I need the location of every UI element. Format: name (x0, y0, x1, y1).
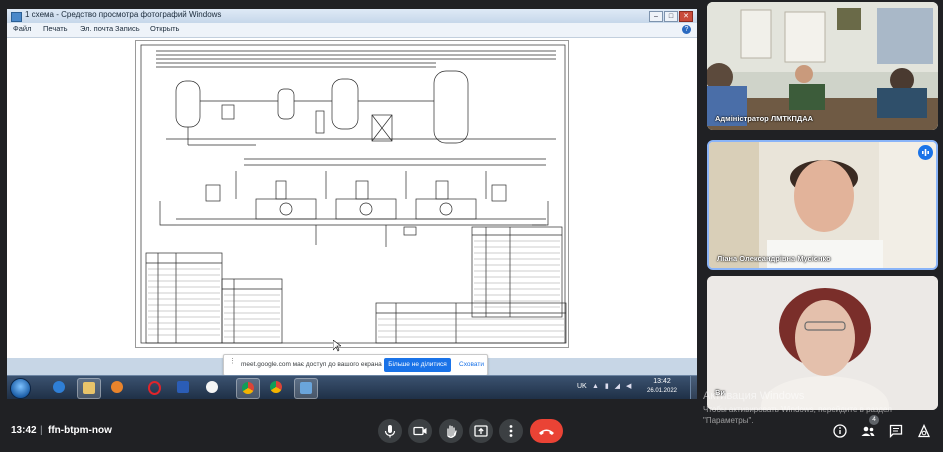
photo-viewer-app-icon (11, 12, 22, 22)
photo-viewer-taskbar-icon[interactable] (294, 378, 318, 399)
participant-count-badge: 4 (869, 415, 879, 425)
internet-explorer-icon[interactable] (48, 378, 70, 397)
share-banner-text: meet.google.com має доступ до вашого екр… (241, 361, 382, 368)
microphone-icon (384, 425, 396, 438)
activities-icon[interactable] (917, 424, 931, 438)
windows-activation-title: Активация Windows (703, 390, 805, 402)
participant-name: Ви (715, 388, 726, 397)
shared-screen: 1 схема - Средство просмотра фотографий … (7, 9, 697, 399)
admin-camera-video (707, 2, 938, 130)
windows-taskbar: UK ▲ ▮ ◢ ◀ 13:42 26.01.2022 (7, 375, 697, 399)
hang-up-icon (539, 429, 554, 435)
keyboard-language-indicator[interactable]: UK (577, 383, 587, 390)
scheme-drawing-graphic (140, 44, 567, 344)
chrome-icon[interactable] (236, 378, 260, 399)
microphone-button[interactable] (378, 419, 402, 443)
menu-print[interactable]: Печать (43, 24, 68, 33)
liana-camera-video (709, 142, 936, 268)
opera-icon[interactable] (143, 378, 165, 397)
menu-burn[interactable]: Запись (115, 24, 140, 33)
self-camera-video (707, 276, 938, 410)
drag-handle-icon[interactable]: ⋮ (229, 358, 236, 365)
photo-viewer-menubar: Файл Печать Эл. почта Запись Открыть ? (7, 23, 697, 38)
menu-file[interactable]: Файл (13, 24, 32, 33)
speaking-indicator-icon (918, 145, 933, 160)
more-options-button[interactable] (499, 419, 523, 443)
photo-viewer-titlebar[interactable]: 1 схема - Средство просмотра фотографий … (7, 9, 697, 24)
maximize-button[interactable]: □ (664, 11, 678, 22)
show-desktop-button[interactable] (690, 376, 697, 399)
media-player-icon[interactable] (106, 378, 128, 397)
raise-hand-icon (447, 425, 457, 438)
windows-activation-text: Чтобы активировать Windows, перейдите в … (703, 405, 892, 425)
time-code-separator: | (40, 425, 43, 436)
screen-share-banner: ⋮ meet.google.com має доступ до вашого е… (223, 354, 488, 376)
minimize-button[interactable]: – (649, 11, 663, 22)
participants-icon[interactable] (861, 424, 875, 438)
camera-icon (413, 426, 427, 436)
participant-tile-liana[interactable]: Ліана Олександрівна Мусієнко (707, 140, 938, 270)
mouse-cursor-icon (333, 340, 341, 352)
participant-name: Ліана Олександрівна Мусієнко (717, 254, 831, 263)
tray-clock-time[interactable]: 13:42 (653, 378, 671, 385)
file-explorer-icon[interactable] (77, 378, 101, 399)
start-button[interactable] (10, 378, 31, 399)
participant-tile-admin[interactable]: Адміністратор ЛМТКПДАА (707, 2, 938, 130)
more-vert-icon (509, 425, 513, 437)
chat-icon[interactable] (889, 424, 903, 438)
tray-clock-date[interactable]: 26.01.2022 (646, 388, 678, 394)
end-call-button[interactable] (530, 419, 563, 443)
camera-button[interactable] (408, 419, 432, 443)
close-button[interactable]: ✕ (679, 11, 693, 22)
present-screen-icon (474, 425, 488, 437)
photo-display-area (7, 38, 697, 358)
raise-hand-button[interactable] (439, 419, 463, 443)
menu-open[interactable]: Открыть (150, 24, 180, 33)
help-icon[interactable]: ? (682, 25, 691, 34)
meeting-code: ffn-btpm-now (48, 425, 112, 436)
participant-name: Адміністратор ЛМТКПДАА (715, 114, 814, 123)
word-icon[interactable] (172, 378, 194, 397)
meeting-time: 13:42 (11, 425, 37, 436)
tray-icons[interactable]: ▲ ▮ ◢ ◀ (592, 383, 634, 390)
menu-email[interactable]: Эл. почта (80, 24, 114, 33)
present-screen-button[interactable] (469, 419, 493, 443)
stop-sharing-button[interactable]: Більше не ділитися (384, 358, 451, 372)
technological-scheme-drawing (135, 40, 569, 348)
meeting-info-icon[interactable] (833, 424, 847, 438)
yandex-icon[interactable] (201, 378, 223, 397)
chrome-profile-icon[interactable] (265, 378, 287, 397)
hide-banner-button[interactable]: Сховати (459, 361, 484, 368)
window-title: 1 схема - Средство просмотра фотографий … (25, 10, 222, 19)
participant-tile-self[interactable]: Ви (707, 276, 938, 410)
